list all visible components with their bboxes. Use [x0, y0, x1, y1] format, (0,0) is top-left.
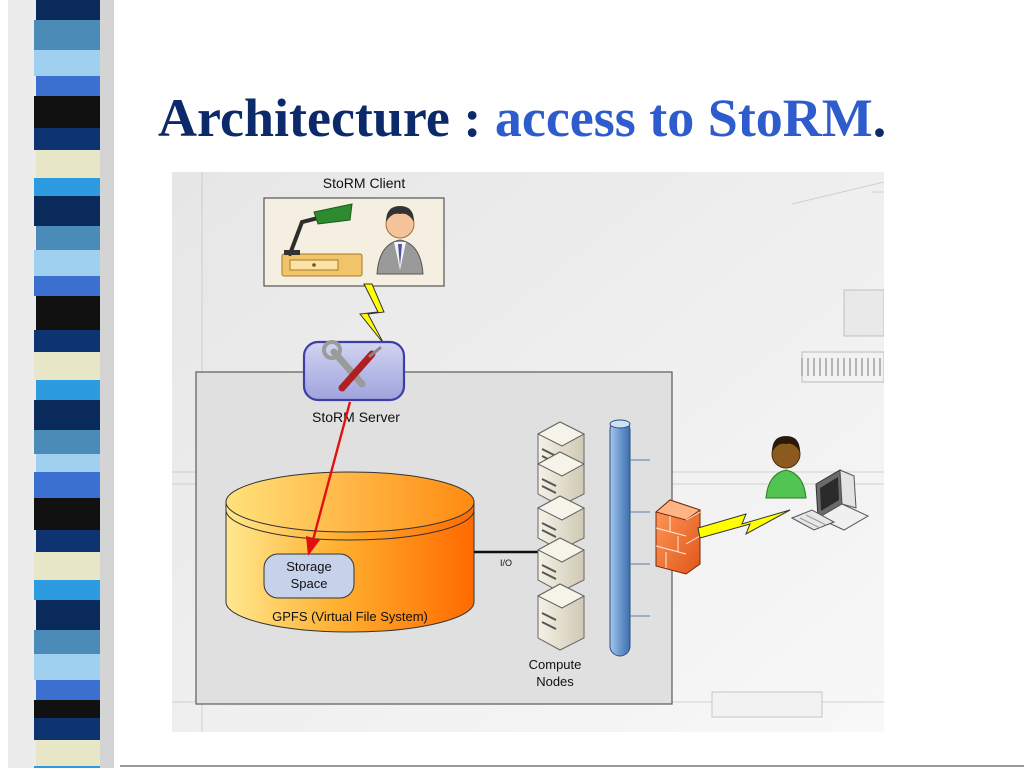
strip-block	[34, 472, 100, 498]
strip-block	[34, 654, 100, 680]
user-icon	[376, 206, 424, 275]
compute-label-line2: Nodes	[536, 674, 574, 689]
lightning-link-remote	[697, 509, 791, 539]
strip-block	[34, 128, 100, 150]
strip-block	[34, 700, 100, 718]
storm-server-icon	[302, 340, 406, 402]
strip-block	[34, 196, 100, 226]
strip-block	[36, 680, 102, 700]
firewall-icon	[654, 499, 702, 575]
storage-space-box: Storage Space	[263, 553, 355, 599]
strip-block	[34, 50, 100, 76]
strip-block	[34, 498, 100, 530]
strip-block	[34, 766, 100, 768]
strip-block	[34, 630, 100, 654]
strip-block	[36, 380, 102, 400]
workstation-icon	[790, 469, 870, 531]
strip-block	[34, 250, 100, 276]
strip-block	[34, 718, 100, 740]
strip-block	[36, 740, 102, 766]
compute-node	[536, 451, 586, 507]
strip-block	[36, 296, 102, 330]
compute-node	[536, 537, 586, 593]
strip-block	[36, 226, 102, 250]
gpfs-label: GPFS (Virtual File System)	[272, 609, 428, 624]
strip-block	[34, 276, 100, 296]
lightning-link-client-server	[359, 283, 385, 345]
strip-block	[34, 580, 100, 600]
strip-block	[34, 178, 100, 196]
server-label: StoRM Server	[312, 409, 400, 425]
storage-label-line2: Space	[291, 576, 328, 591]
title-period: .	[872, 88, 887, 148]
strip-block	[34, 430, 100, 454]
strip-block	[34, 352, 100, 380]
compute-node	[536, 495, 586, 551]
strip-block	[34, 96, 100, 128]
slide-title: Architecture : access to StoRM.	[158, 80, 886, 156]
architecture-diagram: StoRM Client StoRM Server Storage Space …	[172, 172, 884, 732]
strip-block	[36, 76, 102, 96]
strip-block	[34, 330, 100, 352]
desk-lamp-icon	[281, 203, 363, 277]
data-access-arrow	[306, 401, 352, 556]
compute-label-line1: Compute	[529, 657, 582, 672]
strip-block	[34, 552, 100, 580]
strip-block	[36, 530, 102, 552]
strip-block	[36, 600, 102, 630]
storage-label-line1: Storage	[286, 559, 332, 574]
storm-client	[263, 197, 445, 287]
remote-user-icon	[765, 436, 807, 499]
compute-nodes-stack	[536, 421, 586, 651]
strip-block	[34, 400, 100, 430]
strip-block	[36, 454, 102, 472]
decorative-left-strip	[0, 0, 120, 768]
client-label: StoRM Client	[323, 175, 406, 191]
strip-block	[36, 150, 102, 178]
network-backbone-pipe	[609, 419, 650, 657]
strip-shadow	[100, 0, 114, 768]
gpfs-storage-cylinder	[225, 471, 475, 633]
bottom-rule	[120, 765, 1024, 767]
title-main-text: Architecture :	[158, 88, 495, 148]
compute-node	[536, 583, 586, 651]
strip-block	[36, 0, 102, 20]
io-label: I/O	[500, 558, 512, 568]
title-accent-text: access to StoRM	[494, 88, 873, 148]
strip-block	[34, 20, 100, 50]
